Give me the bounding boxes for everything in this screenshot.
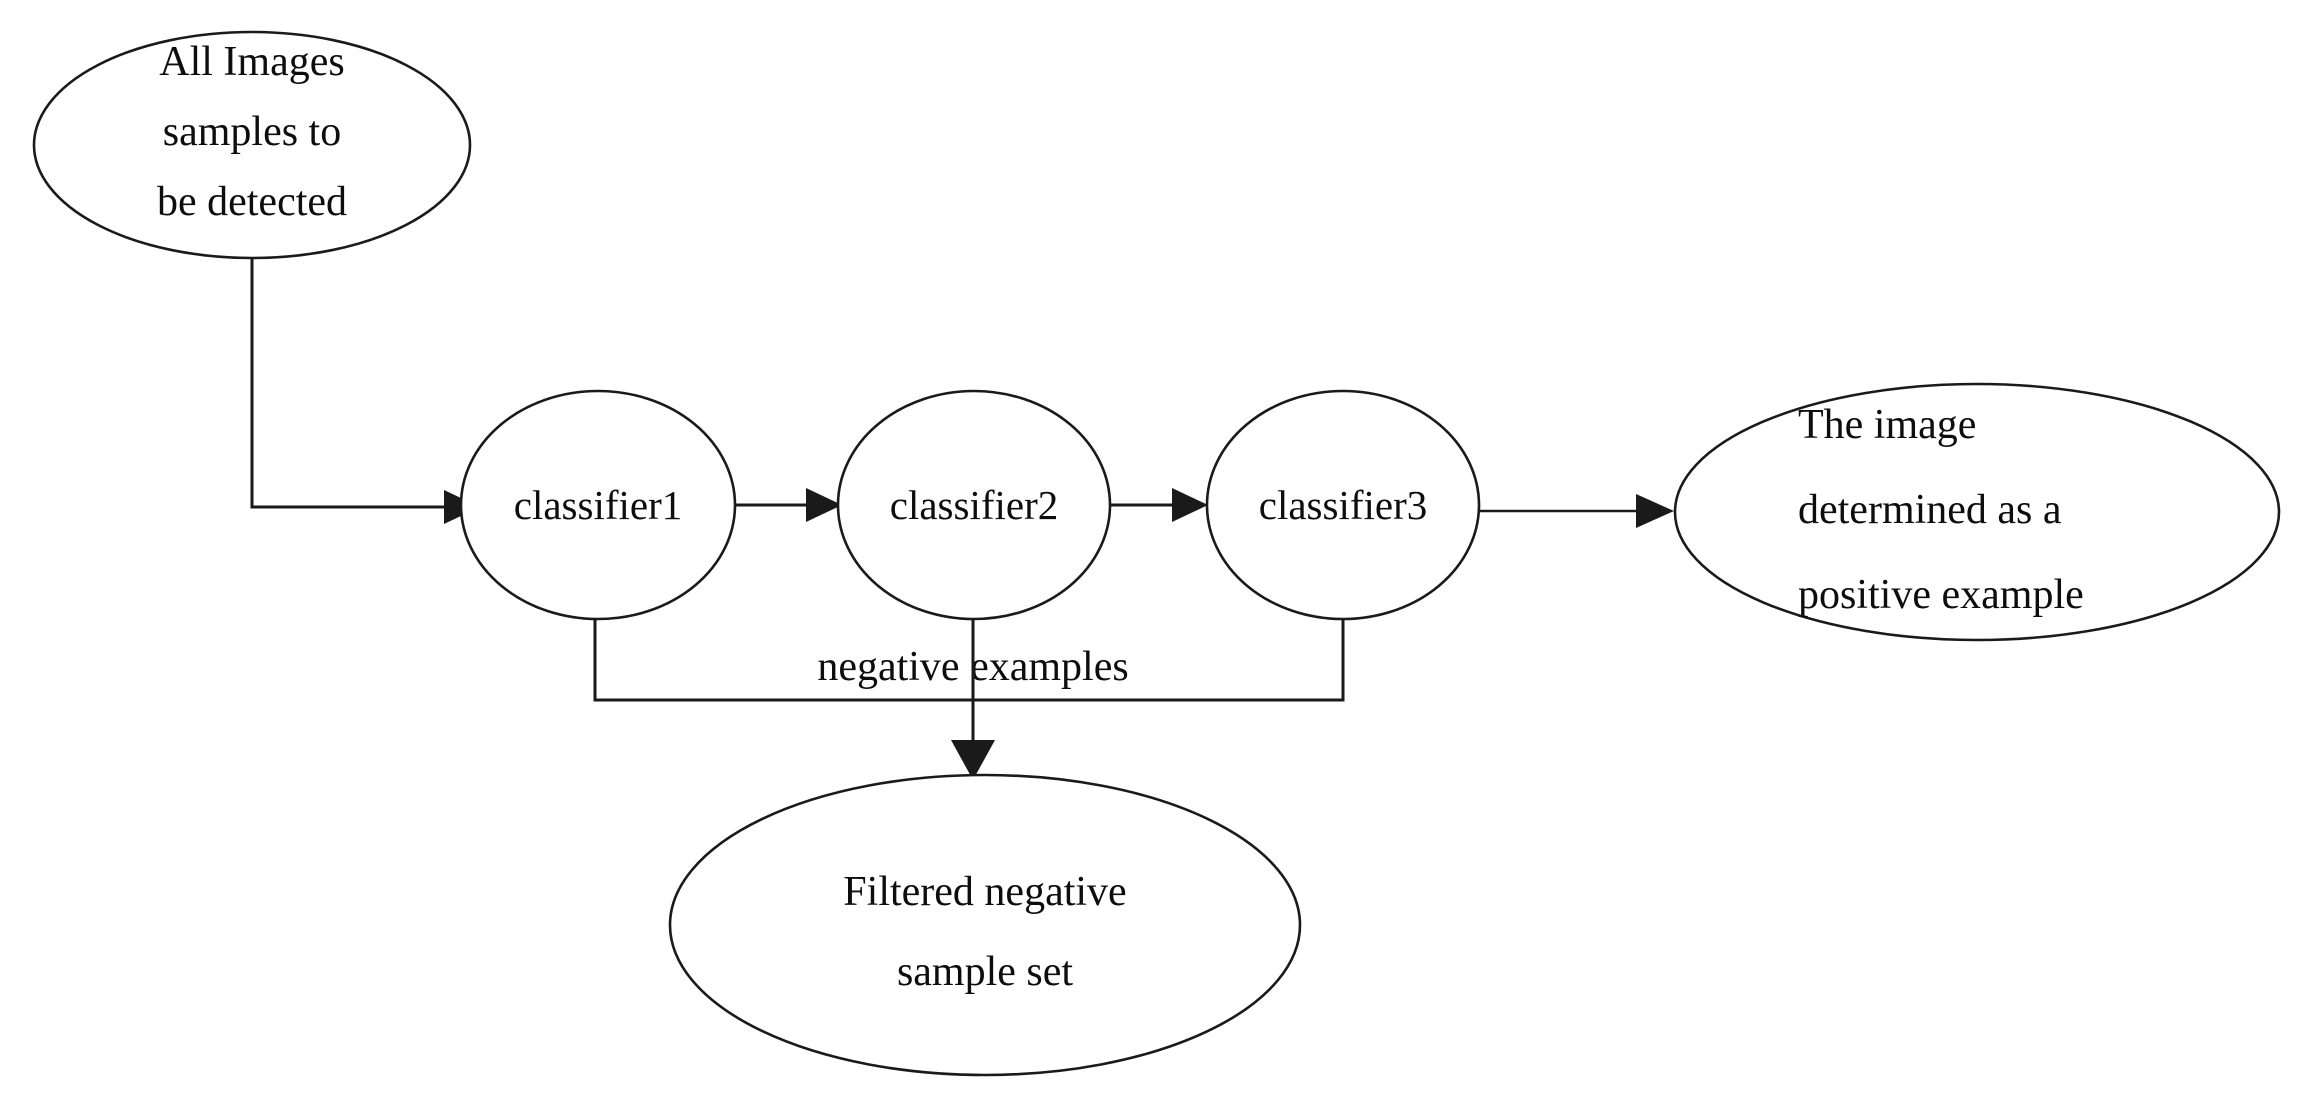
node-classifier1[interactable]: classifier1 [459, 389, 737, 621]
classifier1-label: classifier1 [514, 482, 682, 528]
edge-c1-c2-arrowhead [806, 488, 842, 522]
edge-classifier2-to-classifier3 [1110, 488, 1208, 522]
edge-c2-c3-arrowhead [1172, 488, 1208, 522]
input-line-3: be detected [157, 179, 347, 225]
edge-classifier1-to-classifier2 [735, 488, 842, 522]
negative-output-line-1: Filtered negative [843, 869, 1126, 915]
positive-output-line-2: determined as a [1798, 487, 2062, 533]
negative-output-shape [668, 773, 1302, 1077]
classifier3-label: classifier3 [1259, 482, 1427, 528]
node-classifier3[interactable]: classifier3 [1205, 389, 1481, 621]
negative-output-line-2: sample set [897, 949, 1073, 995]
edge-label-negative-examples: negative examples [770, 635, 1180, 700]
negative-bus-bracket [593, 618, 1345, 702]
node-positive-output[interactable]: The image determined as a positive examp… [1673, 382, 2281, 642]
positive-output-line-1: The image [1798, 402, 1976, 448]
node-input-images[interactable]: All Images samples to be detected [32, 30, 472, 260]
node-negative-output[interactable]: Filtered negative sample set [668, 773, 1302, 1077]
edge-classifier3-to-positive-output [1479, 494, 1674, 528]
edge-input-to-classifier1 [250, 258, 480, 524]
input-line-1: All Images [159, 39, 344, 85]
input-line-2: samples to [163, 109, 341, 155]
classifier2-label: classifier2 [890, 482, 1058, 528]
positive-output-shape [1673, 382, 2281, 642]
positive-output-line-3: positive example [1798, 572, 2084, 618]
negative-examples-label-backdrop [770, 635, 1180, 693]
edge-negative-examples-bus [593, 618, 1345, 780]
edge-input-to-classifier1-line [250, 258, 444, 509]
node-classifier2[interactable]: classifier2 [836, 389, 1112, 621]
edge-c3-positive-arrowhead [1636, 494, 1674, 528]
negative-bus-arrowhead [951, 740, 995, 780]
